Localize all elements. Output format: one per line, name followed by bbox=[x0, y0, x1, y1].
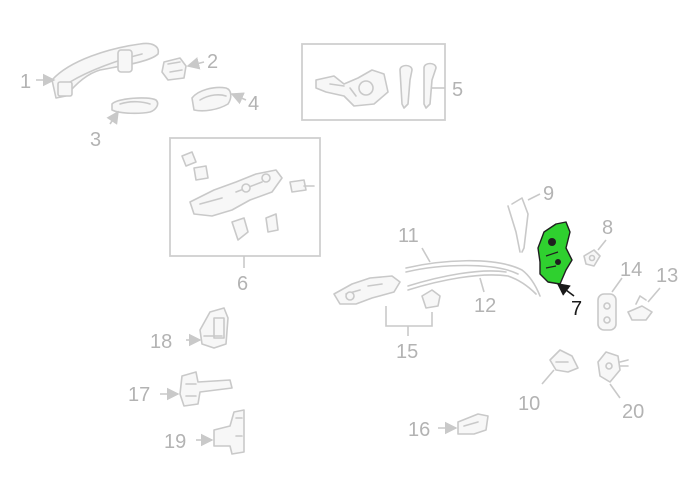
group-box-6 bbox=[169, 137, 321, 257]
callout-14: 14 bbox=[620, 259, 642, 281]
leader-11 bbox=[421, 247, 431, 263]
callout-13: 13 bbox=[656, 265, 678, 287]
callout-9: 9 bbox=[543, 183, 554, 205]
leader-9 bbox=[527, 193, 541, 201]
callout-6: 6 bbox=[237, 273, 248, 295]
callout-3: 3 bbox=[90, 129, 101, 151]
leader-4 bbox=[230, 92, 247, 105]
part-15-inside-handle[interactable] bbox=[333, 275, 441, 309]
part-17-door-check[interactable] bbox=[179, 371, 233, 407]
callout-17: 17 bbox=[128, 384, 150, 406]
leader-20 bbox=[609, 383, 621, 399]
part-1-outside-handle[interactable] bbox=[51, 42, 160, 99]
part-7-door-lock-actuator[interactable] bbox=[537, 221, 573, 285]
callout-2: 2 bbox=[207, 51, 218, 73]
callout-8: 8 bbox=[602, 217, 613, 239]
leader-8 bbox=[597, 239, 607, 251]
part-13-striker[interactable] bbox=[627, 295, 653, 321]
callout-11: 11 bbox=[398, 225, 419, 247]
part-3-gasket[interactable] bbox=[111, 97, 159, 115]
callout-19: 19 bbox=[164, 431, 186, 453]
callout-1: 1 bbox=[20, 71, 31, 93]
callout-15: 15 bbox=[396, 341, 418, 363]
part-19-lower-hinge[interactable] bbox=[213, 409, 245, 455]
leader-3 bbox=[106, 110, 119, 125]
leader-7 bbox=[556, 283, 575, 297]
part-4-pad[interactable] bbox=[191, 86, 232, 112]
leader-13 bbox=[647, 287, 661, 303]
callout-10: 10 bbox=[518, 393, 540, 415]
callout-18: 18 bbox=[150, 331, 172, 353]
part-16-seal[interactable] bbox=[457, 413, 489, 435]
callout-20: 20 bbox=[622, 401, 644, 423]
callout-12: 12 bbox=[474, 295, 496, 317]
leader-12 bbox=[479, 277, 485, 293]
part-5-lock-cylinder-set[interactable] bbox=[315, 62, 437, 109]
part-9-rod[interactable] bbox=[507, 197, 529, 253]
callout-4: 4 bbox=[248, 93, 259, 115]
part-10-bracket[interactable] bbox=[549, 349, 579, 373]
callout-16: 16 bbox=[408, 419, 430, 441]
part-20-bolt[interactable] bbox=[597, 351, 629, 383]
leader-15-bracket bbox=[385, 306, 433, 327]
callout-5: 5 bbox=[452, 79, 463, 101]
callout-7: 7 bbox=[571, 298, 582, 320]
part-14-striker-cover[interactable] bbox=[597, 293, 617, 331]
part-2-clip[interactable] bbox=[161, 57, 187, 81]
group-box-5 bbox=[301, 43, 446, 121]
leader-10 bbox=[541, 369, 555, 385]
leader-2 bbox=[186, 57, 205, 70]
part-8-washer[interactable] bbox=[583, 249, 601, 267]
leader-14 bbox=[611, 277, 623, 293]
part-12-cable[interactable] bbox=[407, 270, 537, 295]
part-6-handle-frame[interactable] bbox=[181, 151, 315, 241]
part-11-cable[interactable] bbox=[405, 259, 541, 297]
part-18-hinge[interactable] bbox=[199, 307, 229, 349]
